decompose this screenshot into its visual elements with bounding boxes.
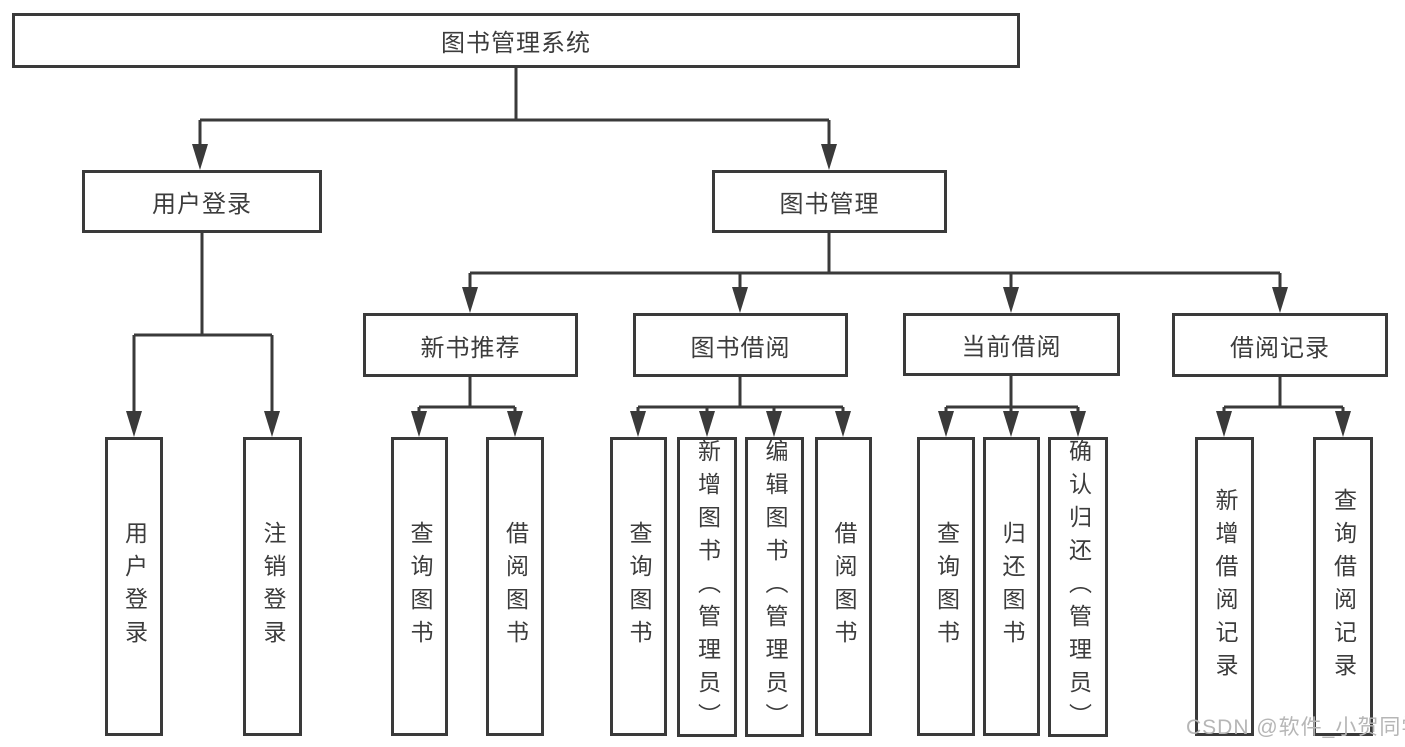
leaf-label: 归还图书 — [999, 520, 1025, 653]
leaf-label: 借阅图书 — [831, 520, 857, 653]
leaf-query-book-borrow: 查询图书 — [610, 437, 667, 736]
node-new-book-recommend: 新书推荐 — [363, 313, 578, 377]
leaf-add-book-admin: 新增图书（管理员） — [677, 437, 737, 737]
leaf-label: 查询图书 — [407, 520, 433, 653]
leaf-user-login: 用户登录 — [105, 437, 163, 736]
leaf-label: 注销登录 — [260, 520, 286, 653]
leaf-label: 用户登录 — [121, 520, 148, 653]
leaf-label: 新增借阅记录 — [1212, 487, 1238, 686]
leaf-add-borrow-record: 新增借阅记录 — [1195, 437, 1254, 736]
node-book-management-branch: 图书管理 — [712, 170, 947, 233]
node-current-borrow: 当前借阅 — [903, 313, 1120, 376]
csdn-watermark: CSDN @软件_小贺同学 — [1186, 716, 1405, 739]
leaf-borrow-book: 借阅图书 — [815, 437, 872, 736]
leaf-label: 编辑图书（管理员） — [762, 438, 788, 736]
leaf-label: 查询图书 — [933, 520, 960, 653]
leaf-confirm-return-admin: 确认归还（管理员） — [1048, 437, 1108, 737]
leaf-logout: 注销登录 — [243, 437, 302, 736]
node-user-login-branch: 用户登录 — [82, 170, 322, 233]
leaf-label: 查询图书 — [626, 520, 652, 653]
leaf-edit-book-admin: 编辑图书（管理员） — [745, 437, 804, 737]
leaf-label: 确认归还（管理员） — [1065, 438, 1092, 736]
leaf-query-book-current: 查询图书 — [917, 437, 975, 736]
node-root-library-system: 图书管理系统 — [12, 13, 1020, 68]
leaf-return-book: 归还图书 — [983, 437, 1040, 736]
node-borrow-record: 借阅记录 — [1172, 313, 1388, 377]
leaf-borrow-book-recommend: 借阅图书 — [486, 437, 544, 736]
leaf-query-book-recommend: 查询图书 — [391, 437, 448, 736]
leaf-label: 查询借阅记录 — [1330, 487, 1357, 686]
node-book-borrow: 图书借阅 — [633, 313, 848, 377]
leaf-label: 借阅图书 — [502, 520, 529, 653]
leaf-query-borrow-record: 查询借阅记录 — [1313, 437, 1373, 736]
leaf-label: 新增图书（管理员） — [694, 438, 721, 736]
